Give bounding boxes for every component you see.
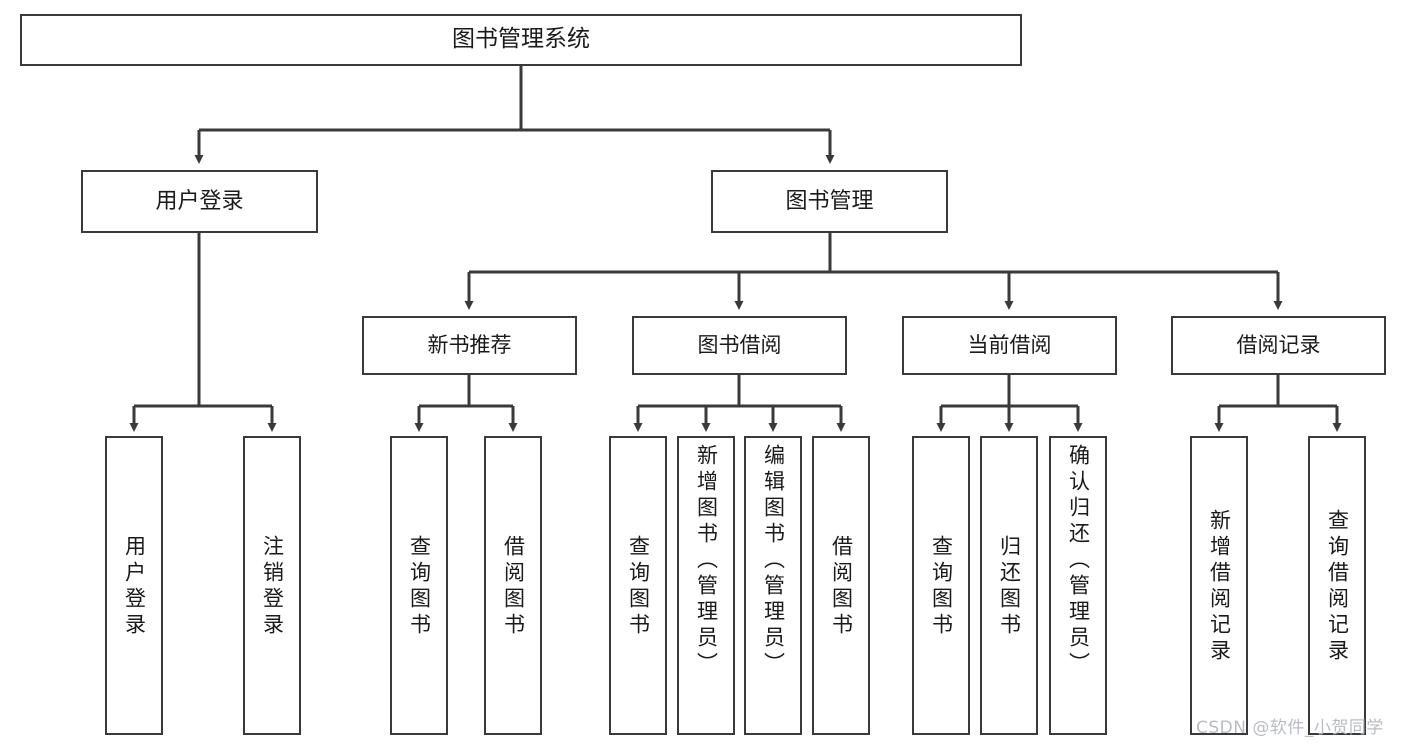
node-label: 图书管理系统: [452, 26, 590, 53]
node-label: 用户登录: [155, 188, 244, 214]
node-book-borrow[interactable]: 图书借阅: [632, 316, 847, 375]
node-new-book-recommend[interactable]: 新书推荐: [362, 316, 577, 375]
node-label: 图书借阅: [697, 333, 782, 358]
node-label: 新增图书（管理员）: [694, 444, 719, 678]
node-label: 当前借阅: [967, 333, 1052, 358]
node-label: 图书管理: [785, 188, 874, 214]
leaf-borrow-book-recommend[interactable]: 借阅图书: [484, 436, 542, 735]
node-label: 查询借阅记录: [1325, 508, 1350, 665]
leaf-query-book-borrow[interactable]: 查询图书: [609, 436, 667, 735]
leaf-confirm-return-admin[interactable]: 确认归还（管理员）: [1049, 436, 1107, 735]
leaf-user-login[interactable]: 用户登录: [105, 436, 163, 735]
leaf-return-book[interactable]: 归还图书: [980, 436, 1038, 735]
node-label: 查询图书: [626, 534, 651, 639]
node-root[interactable]: 图书管理系统: [20, 14, 1022, 66]
node-label: 新书推荐: [427, 333, 512, 358]
node-label: 编辑图书（管理员）: [761, 444, 786, 678]
node-current-borrow[interactable]: 当前借阅: [902, 316, 1117, 375]
node-label: 用户登录: [122, 534, 147, 639]
node-label: 新增借阅记录: [1207, 508, 1232, 665]
node-label: 借阅图书: [501, 534, 526, 639]
csdn-watermark: CSDN @软件_小贺同学: [1196, 718, 1384, 738]
leaf-query-book-current[interactable]: 查询图书: [912, 436, 970, 735]
node-borrow-record[interactable]: 借阅记录: [1171, 316, 1386, 375]
node-label: 查询图书: [929, 534, 954, 639]
node-user-login[interactable]: 用户登录: [81, 170, 318, 233]
leaf-edit-book-admin[interactable]: 编辑图书（管理员）: [744, 436, 802, 735]
leaf-query-book-recommend[interactable]: 查询图书: [390, 436, 448, 735]
node-label: 借阅图书: [829, 534, 854, 639]
leaf-borrow-book[interactable]: 借阅图书: [812, 436, 870, 735]
node-label: 确认归还（管理员）: [1066, 444, 1091, 678]
leaf-add-book-admin[interactable]: 新增图书（管理员）: [677, 436, 735, 735]
leaf-add-borrow-record[interactable]: 新增借阅记录: [1190, 436, 1248, 735]
node-label: 借阅记录: [1236, 333, 1321, 358]
node-label: 归还图书: [997, 534, 1022, 639]
node-label: 查询图书: [407, 534, 432, 639]
leaf-logout[interactable]: 注销登录: [243, 436, 301, 735]
leaf-query-borrow-record[interactable]: 查询借阅记录: [1308, 436, 1366, 735]
node-book-management[interactable]: 图书管理: [711, 170, 948, 233]
node-label: 注销登录: [260, 534, 285, 639]
